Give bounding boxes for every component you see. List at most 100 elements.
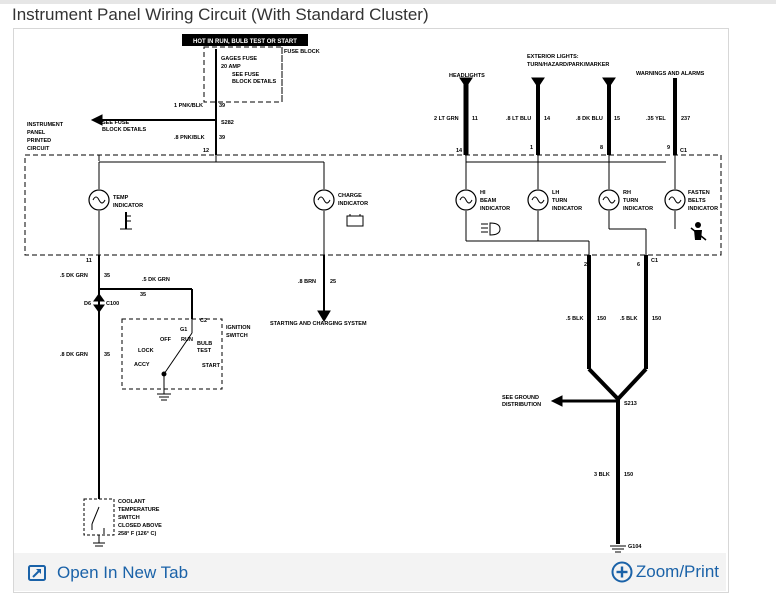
open-in-new-tab-label: Open In New Tab <box>57 563 189 582</box>
wire-5-dk-grn-b-num: 35 <box>140 292 146 298</box>
hi-beam-label-1: HI <box>480 190 486 196</box>
pin-9-label: 9 <box>667 145 670 151</box>
switch-off-label: OFF <box>160 337 172 343</box>
splice-s282-label: S282 <box>221 120 234 126</box>
lh-turn-label-3: INDICATOR <box>552 206 582 212</box>
coolant-switch-label-3: SWITCH <box>118 515 140 521</box>
charge-indicator-label-1: CHARGE <box>338 193 362 199</box>
see-fuse-left-label: SEE FUSE <box>102 120 130 126</box>
zoom-print-link[interactable]: Zoom/Print <box>611 560 719 584</box>
ipc-boundary <box>24 154 722 256</box>
temp-indicator-label-2: INDICATOR <box>113 203 143 209</box>
connector-c1-top-label: C1 <box>680 148 687 154</box>
open-in-new-tab-icon <box>27 563 47 583</box>
pin-6-label: 6 <box>637 262 640 268</box>
wire-8-dk-blu-num: 15 <box>614 116 620 122</box>
wire-35-yel-num: 237 <box>681 116 690 122</box>
wire-2-lt-grn-num: 11 <box>472 116 478 122</box>
block-details-label: BLOCK DETAILS <box>232 79 277 85</box>
wire-8-pnk-num: 39 <box>219 135 225 141</box>
wire-3-blk-label: 3 BLK <box>594 472 610 478</box>
pin-8-label: 8 <box>600 145 603 151</box>
battery-icon <box>346 215 364 227</box>
ipc-label-3: PRINTED <box>27 138 51 144</box>
fuse-block-label: FUSE BLOCK <box>284 49 320 55</box>
see-ground-label-2: DISTRIBUTION <box>502 402 541 408</box>
wire-5-dk-grn-label: .5 DK GRN <box>60 273 88 279</box>
headlights-label: HEADLIGHTS <box>449 73 485 79</box>
wire-8-pnk-label: .8 PNK/BLK <box>174 135 205 141</box>
splice-s213-label: S213 <box>624 401 637 407</box>
see-ground-label-1: SEE GROUND <box>502 395 539 401</box>
hi-beam-label-2: BEAM <box>480 198 497 204</box>
pin-11-label: 11 <box>86 258 92 264</box>
top-divider <box>0 0 776 4</box>
hi-beam-label-3: INDICATOR <box>480 206 510 212</box>
rh-turn-label-1: RH <box>623 190 631 196</box>
rh-turn-label-3: INDICATOR <box>623 206 653 212</box>
fasten-belts-label-1: FASTEN <box>688 190 710 196</box>
coolant-switch-label-5: 258° F (126° C) <box>118 531 156 537</box>
block-details-left-label: BLOCK DETAILS <box>102 127 147 133</box>
ground-g104-label: G104 <box>628 544 642 550</box>
wire-8-dk-grn-num: 35 <box>104 352 110 358</box>
switch-bulb-label: BULB <box>197 341 212 347</box>
wire-5-dk-grn-b-label: .5 DK GRN <box>142 277 170 283</box>
diagram-footer: Open In New Tab Zoom/Print <box>14 553 726 591</box>
wire-8-brn-num: 25 <box>330 279 336 285</box>
switch-test-label: TEST <box>197 348 212 354</box>
wire-1-pnk-num: 39 <box>219 103 225 109</box>
wire-8-brn-label: .8 BRN <box>298 279 316 285</box>
see-fuse-label: SEE FUSE <box>232 72 260 78</box>
wire-8-lt-blu-num: 14 <box>544 116 551 122</box>
starting-charging-label: STARTING AND CHARGING SYSTEM <box>270 321 367 327</box>
temp-indicator-label-1: TEMP <box>113 195 129 201</box>
page-title: Instrument Panel Wiring Circuit (With St… <box>12 5 429 24</box>
g1-label: G1 <box>180 327 187 333</box>
wire-5-blk-a-num: 150 <box>597 316 606 322</box>
switch-run-label: RUN <box>181 337 193 343</box>
switch-accy-label: ACCY <box>134 362 150 368</box>
lh-turn-label-2: TURN <box>552 198 567 204</box>
wire-1-pnk-label: 1 PNK/BLK <box>174 103 203 109</box>
connector-c100-label: C100 <box>106 301 119 307</box>
fasten-belts-label-2: BELTS <box>688 198 706 204</box>
ipc-label-1: INSTRUMENT <box>27 122 64 128</box>
exterior-lights-label-2: TURN/HAZARD/PARK/MARKER <box>527 62 609 68</box>
zoom-plus-icon <box>611 561 633 583</box>
switch-start-label: START <box>202 363 221 369</box>
coolant-switch-label-2: TEMPERATURE <box>118 507 160 513</box>
rh-turn-label-2: TURN <box>623 198 638 204</box>
ipc-label-2: PANEL <box>27 130 46 136</box>
hi-beam-icon <box>489 222 501 236</box>
wiring-diagram[interactable]: HOT IN RUN, BULB TEST OR START FUSE BLOC… <box>13 28 729 593</box>
wire-5-blk-b-num: 150 <box>652 316 661 322</box>
wire-5-blk-a-label: .5 BLK <box>566 316 583 322</box>
fasten-belts-label-3: INDICATOR <box>688 206 718 212</box>
wire-35-yel-label: .35 YEL <box>646 116 666 122</box>
wire-2-lt-grn-label: 2 LT GRN <box>434 116 459 122</box>
wire-8-dk-blu-label: .8 DK BLU <box>576 116 603 122</box>
pin-1-label: 1 <box>530 145 533 151</box>
switch-lock-label: LOCK <box>138 348 154 354</box>
zoom-print-label: Zoom/Print <box>635 562 719 581</box>
charge-indicator-label-2: INDICATOR <box>338 201 368 207</box>
ignition-switch-boundary <box>121 318 223 390</box>
d6-label: D6 <box>84 301 91 307</box>
lh-turn-label-1: LH <box>552 190 559 196</box>
ignition-switch-label-2: SWITCH <box>226 333 248 339</box>
pin-12-label: 12 <box>203 148 209 154</box>
wire-5-dk-grn-num: 35 <box>104 273 110 279</box>
gages-amp-label: 20 AMP <box>221 64 241 70</box>
open-in-new-tab-link[interactable]: Open In New Tab <box>27 562 188 584</box>
ipc-label-4: CIRCUIT <box>27 146 50 152</box>
connector-c2-label: C2 <box>200 318 207 324</box>
pin-2-label: 2 <box>584 262 587 268</box>
pin-14-label: 14 <box>456 148 463 154</box>
seatbelt-icon <box>690 222 707 241</box>
wire-8-lt-blu-label: .8 LT BLU <box>506 116 531 122</box>
gages-fuse-label: GAGES FUSE <box>221 56 257 62</box>
exterior-lights-label-1: EXTERIOR LIGHTS: <box>527 54 579 60</box>
hot-banner-text: HOT IN RUN, BULB TEST OR START <box>193 39 297 45</box>
wire-5-blk-b-label: .5 BLK <box>620 316 637 322</box>
